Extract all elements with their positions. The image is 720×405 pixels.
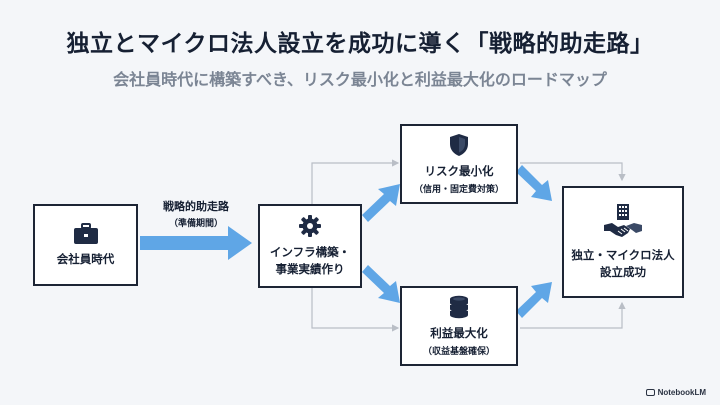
connector-infra-to-risk-top bbox=[311, 159, 400, 205]
node-infra-label: インフラ構築・ 事業実績作り bbox=[270, 244, 350, 277]
handshake-building-icon bbox=[604, 204, 642, 238]
footer-text: NotebookLM bbox=[657, 388, 706, 397]
node-infra-label-line2: 事業実績作り bbox=[275, 262, 345, 276]
arrow-infra-to-risk bbox=[362, 184, 400, 222]
node-risk-label: リスク最小化 bbox=[424, 164, 494, 179]
node-profit-sub: （収益基盤確保） bbox=[422, 346, 495, 357]
node-goal: 独立・マイクロ法人 設立成功 bbox=[562, 186, 684, 298]
edge-label-sub: （準備期間） bbox=[168, 219, 223, 229]
arrow-employee-to-infra bbox=[140, 226, 252, 260]
node-goal-label-line2: 設立成功 bbox=[600, 265, 646, 279]
arrow-risk-to-goal bbox=[516, 165, 552, 201]
edge-label-title: 戦略的助走路 bbox=[163, 200, 229, 213]
footer-brand: NotebookLM bbox=[645, 388, 706, 397]
node-risk: リスク最小化 （信用・固定費対策） bbox=[400, 124, 518, 204]
connector-risk-to-goal bbox=[520, 162, 626, 182]
notebook-logo-icon bbox=[645, 389, 655, 397]
node-infra-label-line1: インフラ構築・ bbox=[269, 245, 351, 260]
node-goal-label-line1: 独立・マイクロ法人 bbox=[571, 248, 675, 263]
node-employee-label: 会社員時代 bbox=[56, 251, 115, 266]
node-infra: インフラ構築・ 事業実績作り bbox=[258, 204, 362, 288]
connector-profit-to-goal bbox=[520, 301, 626, 329]
arrow-infra-to-profit bbox=[362, 265, 400, 303]
edge-label: 戦略的助走路 （準備期間） bbox=[140, 198, 252, 229]
briefcase-icon bbox=[73, 222, 98, 244]
gear-icon bbox=[299, 215, 321, 238]
arrow-profit-to-goal bbox=[516, 282, 552, 318]
node-goal-label: 独立・マイクロ法人 設立成功 bbox=[571, 247, 674, 280]
page-subtitle: 会社員時代に構築すべき、リスク最小化と利益最大化のロードマップ bbox=[113, 70, 607, 89]
node-risk-sub: （信用・固定費対策） bbox=[413, 184, 504, 195]
node-employee: 会社員時代 bbox=[33, 204, 138, 286]
node-profit: 利益最大化 （収益基盤確保） bbox=[400, 286, 518, 366]
connector-infra-to-profit-bottom bbox=[311, 287, 400, 332]
coins-icon bbox=[450, 295, 468, 319]
node-profit-label: 利益最大化 bbox=[430, 326, 488, 341]
page-title: 独立とマイクロ法人設立を成功に導く「戦略的助走路」 bbox=[66, 31, 654, 57]
shield-icon bbox=[450, 134, 468, 157]
